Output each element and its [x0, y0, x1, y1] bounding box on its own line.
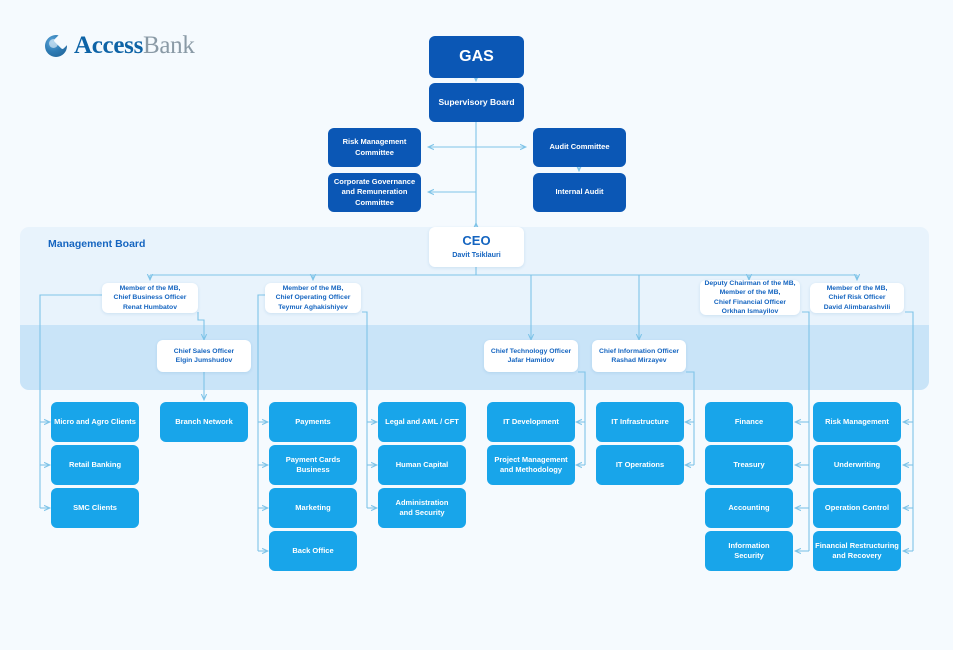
- dept-it-infrastructure[interactable]: IT Infrastructure: [596, 402, 684, 442]
- management-board-title: Management Board: [48, 238, 146, 250]
- dept-back-office[interactable]: Back Office: [269, 531, 357, 571]
- ceo-name: Davit Tsiklauri: [452, 249, 501, 259]
- brand-name-primary: Access: [74, 32, 144, 59]
- dept-risk-management[interactable]: Risk Management: [813, 402, 901, 442]
- node-officer-cfo[interactable]: Deputy Chairman of the MB,Member of the …: [700, 280, 800, 315]
- dept-finance[interactable]: Finance: [705, 402, 793, 442]
- dept-accounting[interactable]: Accounting: [705, 488, 793, 528]
- dept-smc-clients[interactable]: SMC Clients: [51, 488, 139, 528]
- dept-it-operations[interactable]: IT Operations: [596, 445, 684, 485]
- dept-retail-banking[interactable]: Retail Banking: [51, 445, 139, 485]
- node-internal-audit[interactable]: Internal Audit: [533, 173, 626, 212]
- dept-micro-and-agro-clients[interactable]: Micro and Agro Clients: [51, 402, 139, 442]
- node-officer-coo[interactable]: Member of the MB,Chief Operating Officer…: [265, 283, 361, 313]
- node-audit-committee[interactable]: Audit Committee: [533, 128, 626, 167]
- ceo-title: CEO: [462, 233, 491, 249]
- dept-legal-and-aml-cft[interactable]: Legal and AML / CFT: [378, 402, 466, 442]
- brand-wordmark: AccessBank: [74, 32, 195, 60]
- node-ceo[interactable]: CEO Davit Tsiklauri: [429, 227, 524, 267]
- brand-name-secondary: Bank: [143, 32, 195, 59]
- dept-underwriting[interactable]: Underwriting: [813, 445, 901, 485]
- dept-it-development[interactable]: IT Development: [487, 402, 575, 442]
- dept-human-capital[interactable]: Human Capital: [378, 445, 466, 485]
- dept-treasury[interactable]: Treasury: [705, 445, 793, 485]
- dept-payments[interactable]: Payments: [269, 402, 357, 442]
- dept-branch-network[interactable]: Branch Network: [160, 402, 248, 442]
- dept-marketing[interactable]: Marketing: [269, 488, 357, 528]
- node-supervisory-board[interactable]: Supervisory Board: [429, 83, 524, 122]
- accessbank-logo: AccessBank: [45, 31, 195, 60]
- dept-operation-control[interactable]: Operation Control: [813, 488, 901, 528]
- node-gas[interactable]: GAS: [429, 36, 524, 78]
- globe-swoosh-icon: [45, 31, 72, 57]
